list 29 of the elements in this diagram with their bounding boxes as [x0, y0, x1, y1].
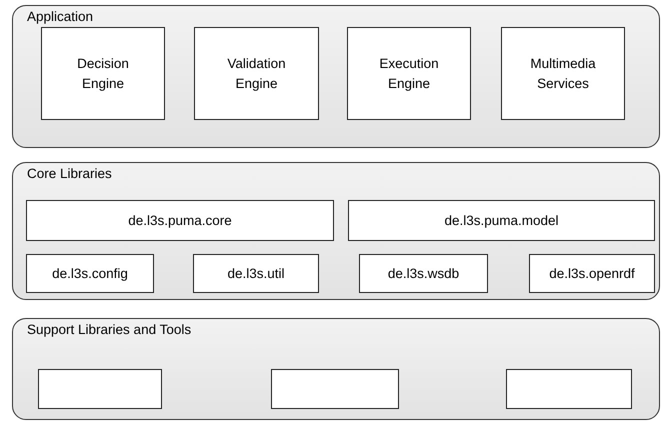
component-box: [41, 27, 165, 120]
component-box: [348, 200, 655, 241]
component-box: [38, 369, 162, 409]
layer-panel: [12, 162, 660, 300]
component-label: Decision Engine: [76, 54, 130, 93]
component-box: [26, 200, 334, 241]
component-label: de.l3s.wsdb: [388, 264, 460, 283]
component-box: [501, 27, 625, 120]
component-box: [359, 254, 488, 293]
component-box: [26, 254, 154, 293]
component-label: de.l3s.config: [52, 264, 128, 283]
component-box: [193, 254, 319, 293]
component-box: [194, 27, 319, 120]
layer-title: Core Libraries: [27, 166, 112, 181]
component-label: de.l3s.util: [227, 264, 285, 283]
layer-panel: [12, 318, 660, 420]
layer-panel: [12, 5, 660, 148]
component-label: de.l3s.puma.core: [128, 212, 232, 230]
layer-title: Application: [27, 9, 94, 24]
component-box: [271, 369, 399, 409]
component-label: Validation Engine: [226, 54, 287, 93]
component-label: de.l3s.puma.model: [444, 212, 559, 230]
component-label: Multimedia Services: [529, 54, 597, 92]
component-box: [506, 369, 632, 409]
component-label: de.l3s.openrdf: [549, 264, 635, 283]
layer-title: Support Libraries and Tools: [27, 322, 192, 337]
component-label: Execution Engine: [378, 54, 440, 93]
component-box: [347, 27, 471, 120]
component-box: [529, 254, 655, 293]
